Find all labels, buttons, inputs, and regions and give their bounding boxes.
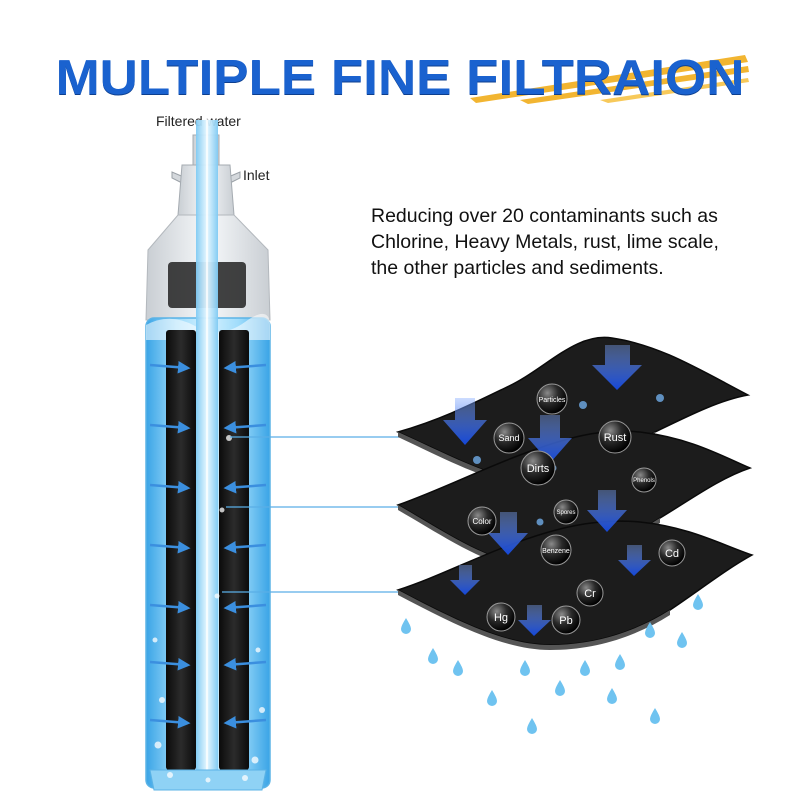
page-title: MULTIPLE FINE FILTRAION: [55, 51, 745, 105]
title-banner: MULTIPLE FINE FILTRAION: [0, 0, 800, 120]
svg-text:Sand: Sand: [498, 433, 519, 443]
contaminant-bubble: Phenols: [631, 467, 657, 493]
svg-text:Cd: Cd: [665, 548, 679, 560]
filtration-arrows: [443, 345, 651, 636]
contaminant-bubble: Benzene: [540, 534, 572, 566]
contaminant-bubble: Hg: [486, 602, 516, 632]
title-accent-stripes: [470, 55, 749, 104]
description: Reducing over 20 contaminants such as Ch…: [371, 203, 781, 281]
svg-text:Hg: Hg: [494, 612, 508, 624]
connector-lines: [222, 436, 400, 593]
contaminant-bubble: Particles: [536, 383, 568, 415]
description-line: Chlorine, Heavy Metals, rust, lime scale…: [371, 231, 719, 253]
contaminant-bubble: Cr: [576, 579, 604, 607]
contaminant-bubble: Spores: [553, 499, 579, 525]
svg-text:Particles: Particles: [539, 397, 566, 404]
svg-text:Benzene: Benzene: [542, 548, 570, 555]
contaminant-bubbles: Particles Sand Rust Dirts Phenols Spores…: [467, 383, 686, 635]
water-bubbles: [152, 435, 265, 783]
inlet-label: Inlet: [243, 167, 270, 183]
svg-text:Pb: Pb: [559, 615, 572, 627]
contaminant-bubble: Sand: [493, 422, 525, 454]
contaminant-bubble: Dirts: [520, 450, 556, 486]
water-droplets: [401, 594, 703, 734]
svg-text:Spores: Spores: [556, 510, 575, 516]
svg-text:Phenols: Phenols: [633, 478, 655, 484]
svg-text:Dirts: Dirts: [527, 463, 550, 475]
svg-text:Rust: Rust: [604, 432, 627, 444]
flow-arrows: [149, 360, 267, 729]
filter-cartridge: [145, 115, 271, 791]
contaminant-bubble: Rust: [598, 420, 632, 454]
svg-text:Cr: Cr: [584, 588, 596, 600]
description-line: Reducing over 20 contaminants such as: [371, 205, 718, 227]
contaminant-bubble: Color: [467, 506, 497, 536]
description-line: the other particles and sediments.: [371, 257, 664, 279]
contaminant-bubble: Cd: [658, 539, 686, 567]
contaminant-bubble: Pb: [551, 605, 581, 635]
svg-text:Color: Color: [472, 517, 491, 526]
